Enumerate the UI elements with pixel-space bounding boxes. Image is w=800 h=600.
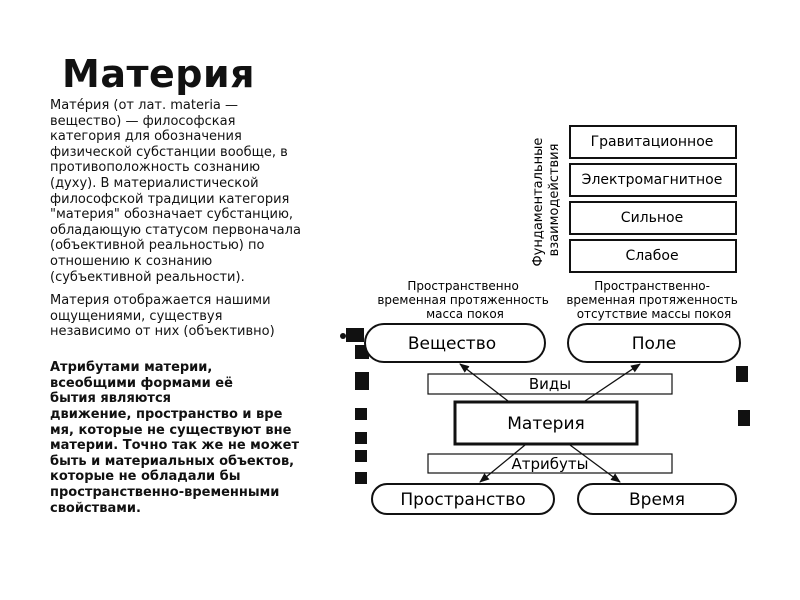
band-kinds-label: Виды	[529, 375, 571, 393]
node-space: Пространство	[371, 483, 555, 515]
band-attributes-label: Атрибуты	[512, 455, 589, 473]
interaction-label: Сильное	[621, 210, 683, 226]
interaction-label: Электромагнитное	[582, 172, 723, 188]
node-space-label: Пространство	[400, 490, 525, 510]
arrow-matter-to-substance	[459, 363, 509, 402]
arrow-matter-to-field	[584, 363, 641, 402]
attributes-heading-paragraph: Атрибутами материи, всеобщими формами её…	[50, 360, 233, 407]
interaction-label: Гравитационное	[591, 134, 714, 150]
node-field: Поле	[567, 323, 741, 363]
substance-caption: Пространственно временная протяженность …	[377, 279, 552, 321]
arrow-matter-to-space	[479, 444, 526, 483]
interaction-strong: Сильное	[569, 201, 737, 235]
node-substance: Вещество	[364, 323, 546, 363]
hidden-bullet-fragments	[340, 328, 750, 484]
arrow-matter-to-time	[569, 444, 621, 483]
field-caption: Пространственно- временная протяженность…	[566, 279, 741, 321]
node-time: Время	[577, 483, 737, 515]
attributes-body-paragraph: движение, пространство и вре мя, которые…	[50, 407, 300, 516]
objectivity-paragraph: Материя отображается нашими ощущениями, …	[50, 293, 275, 340]
interaction-gravitational: Гравитационное	[569, 125, 737, 159]
node-matter: Материя	[453, 400, 639, 446]
interaction-label: Слабое	[625, 248, 678, 264]
slide-title: Материя	[62, 52, 255, 96]
interactions-heading: Фундаментальные взаимодействия	[531, 133, 562, 266]
band-kinds: Виды	[427, 373, 673, 395]
node-field-label: Поле	[632, 334, 677, 354]
node-substance-label: Вещество	[408, 334, 496, 354]
node-time-label: Время	[629, 490, 685, 510]
interaction-weak: Слабое	[569, 239, 737, 273]
node-matter-label: Материя	[507, 414, 585, 434]
interaction-electromagnetic: Электромагнитное	[569, 163, 737, 197]
band-attributes: Атрибуты	[427, 453, 673, 474]
definition-paragraph: Мате́рия (от лат. materia — вещество) — …	[50, 98, 301, 285]
